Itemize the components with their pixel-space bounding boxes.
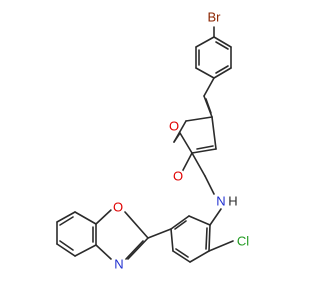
bond-line	[205, 98, 212, 114]
bond-line	[215, 41, 229, 50]
bond-line	[209, 208, 222, 226]
bond-line	[215, 65, 229, 74]
bond-line	[191, 148, 217, 154]
bond-line	[125, 240, 144, 260]
atom-label-h-amide: H	[228, 194, 237, 209]
bond-line	[204, 175, 215, 195]
bond-line	[170, 228, 174, 252]
bond-line	[181, 152, 193, 173]
molecule-structure-diagram: Br O O N H O N Cl	[56, 8, 251, 272]
bond-line	[74, 211, 97, 225]
atom-n-amide: N	[214, 194, 228, 209]
bond-line	[172, 250, 191, 263]
bond-line	[173, 120, 187, 143]
atom-o-benzoxazole: O	[111, 200, 125, 215]
bond-line	[95, 244, 112, 260]
bond-line	[175, 248, 189, 258]
bond-line	[185, 116, 213, 122]
atom-o-furan: O	[167, 119, 181, 134]
bond-line	[127, 237, 149, 260]
bond-line	[211, 116, 217, 150]
bond-line	[189, 250, 210, 263]
bond-line	[188, 215, 211, 226]
bond-line	[174, 220, 187, 230]
bond-line	[205, 227, 208, 250]
atom-label-n-benzoxazole: N	[114, 257, 123, 272]
atom-br: Br	[205, 8, 223, 26]
bond-line	[195, 67, 215, 79]
bond-line	[147, 228, 172, 239]
atom-label-o-carbonyl: O	[173, 169, 183, 184]
bond-line	[179, 132, 193, 154]
atom-label-o-furan: O	[169, 119, 179, 134]
bond-line	[56, 211, 76, 223]
atom-cl: Cl	[235, 233, 251, 249]
bond-line	[203, 77, 215, 97]
atom-o-carbonyl: O	[171, 169, 185, 184]
bond-line	[196, 145, 214, 150]
atom-n-benzoxazole: N	[112, 257, 126, 272]
atom-label-o-benzoxazole: O	[113, 200, 123, 215]
atom-label-layer: Br O O N H O N Cl	[111, 8, 251, 272]
bond-line	[213, 36, 232, 48]
atom-h-amide: H	[227, 194, 239, 209]
bond-line	[170, 215, 190, 230]
bond-line	[95, 209, 112, 225]
bond-line	[59, 216, 74, 226]
bond-line	[213, 67, 232, 79]
bond-layer	[56, 26, 234, 263]
atom-label-cl: Cl	[237, 234, 249, 249]
bond-line	[195, 36, 215, 48]
bond-line	[208, 240, 234, 252]
bond-line	[56, 243, 76, 257]
bond-line	[74, 244, 97, 257]
bond-line	[124, 211, 149, 239]
bond-line	[191, 152, 206, 177]
bond-line	[59, 240, 74, 251]
atom-label-br: Br	[208, 10, 222, 25]
bond-line	[208, 224, 211, 252]
atom-label-n-amide: N	[216, 194, 225, 209]
